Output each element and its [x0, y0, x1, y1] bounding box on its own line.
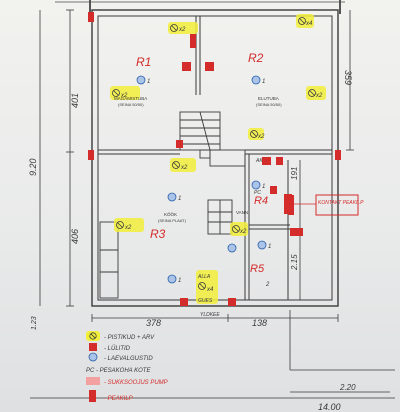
room-r1-code: R1	[136, 55, 151, 69]
alla-note: ALLA	[197, 274, 211, 280]
dim-bottom-stub: 2.20	[339, 383, 356, 392]
ak-label: AK	[255, 158, 263, 164]
outlet-label: x2	[257, 134, 265, 140]
room-r3-name: KÖÖK	[164, 211, 177, 217]
outlet-label: x4	[305, 21, 313, 27]
dim-left-lower: 406	[70, 229, 80, 244]
right-dimension-lines	[299, 10, 354, 300]
outlet-label: x2	[178, 27, 186, 33]
room-r1-name: MAGAMISTUBA	[114, 96, 147, 101]
dim-right-mid: 191	[290, 167, 299, 180]
dim-bottom-left: 378	[146, 318, 161, 328]
staircase	[179, 111, 246, 167]
legend-symbols	[86, 331, 100, 402]
lamp-count: 2	[265, 282, 270, 288]
dim-left-upper: 401	[70, 93, 80, 108]
main-panel-marker	[284, 194, 292, 214]
lamp-count: 1	[178, 196, 181, 202]
room-r1-subtitle: (SEINA 50/50)	[118, 102, 144, 107]
lamp-count: 1	[268, 244, 271, 250]
dim-bottom-right: 138	[252, 318, 267, 328]
outlet-label: x2	[124, 225, 132, 231]
room-r4-tag: VANNI	[236, 210, 249, 215]
lamp-count: 1	[262, 184, 265, 190]
outlet-label: x2	[239, 229, 247, 235]
lamp-count: 1	[178, 278, 181, 284]
pc-label: PC	[254, 190, 261, 196]
kontakt-note-box	[315, 194, 359, 216]
door-markers	[88, 12, 341, 306]
room-r2-code: R2	[248, 51, 264, 65]
legend-item-pc: PC - PESAKOHA KOTE	[86, 368, 151, 374]
dim-left-small: 1.23	[31, 316, 38, 330]
outlet-label: x4	[206, 287, 214, 293]
yldkee-note: YLDKEE	[200, 312, 220, 318]
outlet-symbols	[112, 17, 316, 290]
ceiling-lamp-symbols	[136, 75, 267, 284]
dim-right-upper: 359	[343, 70, 353, 85]
legend-item-outlets: - PISTIKUD + ARV	[104, 335, 155, 341]
legend-item-panel: - PEAKILP	[104, 396, 133, 402]
outlet-label: x2	[180, 165, 188, 171]
kontakt-note-line1: KONTAKT PEAKILP	[318, 200, 364, 206]
room-r2-subtitle: (SEINA 50/50)	[256, 102, 282, 107]
kitchen-counter	[99, 221, 119, 299]
dim-left-total: 9.20	[28, 158, 38, 176]
dim-bottom-total: 14.00	[318, 402, 341, 412]
room-r3-code: R3	[150, 227, 166, 241]
legend-item-lamps: - LAEVALGUSTID	[104, 356, 153, 362]
lamp-count: 1	[147, 79, 150, 85]
fixture-block	[207, 199, 233, 235]
outer-walls	[91, 9, 339, 307]
left-dimension-lines	[39, 9, 74, 307]
legend-item-switches: - LÜLITID	[104, 345, 131, 352]
outlet-label: x2	[120, 93, 128, 99]
room-r4-code: R4	[254, 195, 268, 207]
switch-symbols	[176, 62, 303, 236]
room-r5-code: R5	[250, 263, 265, 275]
gues-note: GUES	[198, 298, 213, 304]
dim-right-lower: 2.15	[290, 254, 299, 271]
lamp-count: 1	[262, 79, 265, 85]
legend-item-pump: - SUKKSOOJUS PUMP	[104, 380, 168, 386]
room-r2-name: ELUTUBA	[258, 96, 279, 101]
outlet-label: x2	[315, 93, 323, 99]
room-r3-subtitle: (SEINA PLAAT)	[158, 218, 187, 223]
